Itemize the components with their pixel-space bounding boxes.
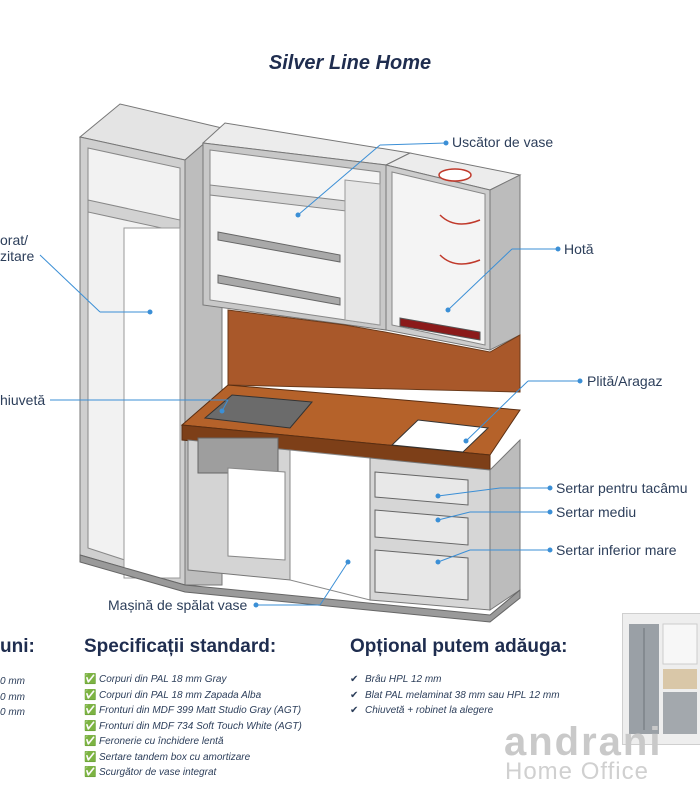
callout-frigider-line2: zitare	[0, 248, 35, 264]
callout-sertar-mediu: Sertar mediu	[556, 504, 637, 520]
callout-uscator: Uscător de vase	[452, 134, 554, 150]
optional-list: ✔Brâu HPL 12 mm ✔Blat PAL melaminat 38 m…	[350, 672, 560, 719]
list-item: 0 mm	[0, 676, 25, 687]
callout-chiuveta: hiuvetă	[0, 392, 46, 408]
list-item: 0 mm	[0, 691, 25, 703]
base-cabinets	[79, 437, 521, 623]
page-title: Silver Line Home	[268, 52, 432, 74]
callout-plita: Plită/Aragaz	[587, 373, 663, 389]
check-circle-icon: ✅	[84, 767, 97, 778]
kitchen-photo-thumbnail	[622, 613, 700, 745]
list-item: ✅Corpuri din PAL 18 mm Zapada Alba	[84, 688, 302, 704]
list-item: ✅Corpuri din PAL 18 mm Gray	[84, 672, 302, 688]
optional-heading: Opțional putem adăuga:	[350, 636, 568, 657]
list-item: ✅Sertare tandem box cu amortizare	[84, 750, 302, 766]
brand-logo: andrani	[504, 720, 663, 764]
callout-masina: Mașină de spălat vase	[108, 597, 248, 613]
list-item: ✅Fronturi din MDF 734 Soft Touch White (…	[84, 719, 302, 735]
list-item: ✔Blat PAL melaminat 38 mm sau HPL 12 mm	[350, 688, 560, 704]
list-item: ✅Scurgător de vase integrat	[84, 765, 302, 781]
list-item: ✔Brâu HPL 12 mm	[350, 672, 560, 688]
backsplash-panel	[227, 309, 521, 393]
check-circle-icon: ✅	[84, 705, 97, 716]
standard-specs-list: ✅Corpuri din PAL 18 mm Gray ✅Corpuri din…	[84, 672, 302, 781]
countertop	[180, 384, 521, 471]
left-section-heading: uni:	[0, 636, 35, 657]
list-item: ✅Fronturi din MDF 399 Matt Studio Gray (…	[84, 703, 302, 719]
kitchen-photo-illustration	[623, 614, 700, 744]
check-circle-icon: ✅	[84, 689, 97, 701]
check-circle-icon: ✅	[84, 674, 97, 685]
check-circle-icon: ✅	[84, 736, 97, 747]
brand-logo-subtitle: Home Office	[505, 758, 649, 785]
left-section-list: 0 mm 0 mm 0 mm	[0, 674, 25, 721]
check-icon: ✔	[350, 705, 359, 716]
list-item: 0 mm	[0, 707, 25, 718]
callout-frigider-line1: orat/	[0, 232, 29, 248]
check-icon: ✔	[350, 674, 359, 685]
callout-sertar-tacamuri: Sertar pentru tacâmu	[556, 480, 688, 496]
callout-sertar-inferior: Sertar inferior mare	[556, 542, 677, 558]
check-icon: ✔	[350, 689, 359, 701]
callout-lines	[39, 140, 583, 608]
list-item: ✅Feronerie cu închidere lentă	[84, 734, 302, 750]
standard-specs-heading: Specificații standard:	[84, 636, 277, 657]
list-item: ✔Chiuvetă + robinet la alegere	[350, 703, 560, 719]
check-circle-icon: ✅	[84, 751, 97, 763]
upper-cabinets	[201, 122, 522, 351]
check-circle-icon: ✅	[84, 720, 97, 732]
callout-hota: Hotă	[564, 241, 594, 257]
